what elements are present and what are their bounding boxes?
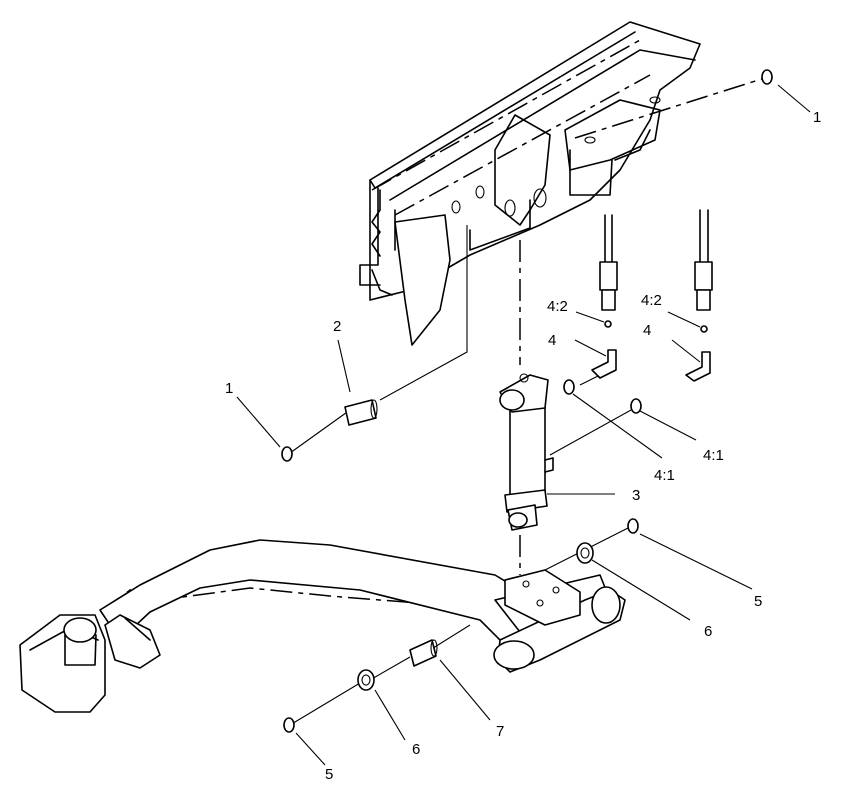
retaining-ring-5b [283,717,295,733]
lift-arm-assembly [19,539,626,713]
callout-1-right: 1 [813,109,821,126]
centerlines [104,39,766,621]
elbow-fitting-4a [591,349,617,379]
callout-3: 3 [632,487,640,504]
callout-4-2-left: 4:2 [547,298,568,315]
o-ring-4-1b [630,398,642,414]
o-ring-4-2b [700,325,708,333]
retaining-ring-1a [281,446,293,462]
callout-4-1-lower: 4:1 [654,467,675,484]
washer-6b [357,669,375,691]
callout-labels: 1 1 2 3 4 4 4:2 4:2 4:1 4:1 5 5 6 6 7 [225,109,821,783]
callout-1-left: 1 [225,380,233,397]
o-ring-4-1a [563,379,575,395]
callout-4-right: 4 [643,322,651,339]
retaining-ring-1b [761,69,773,85]
callout-7: 7 [496,723,504,740]
washer-6a [576,542,594,564]
small-parts [281,69,773,733]
callout-2: 2 [333,318,341,335]
assembly-axes [289,225,641,726]
callout-6-left: 6 [412,741,420,758]
callout-5-left: 5 [325,766,333,783]
hydraulic-cylinder [499,373,554,531]
callout-4-2-right: 4:2 [641,292,662,309]
o-ring-4-2a [604,320,612,328]
callout-5-right: 5 [754,593,762,610]
callout-4-left: 4 [548,332,556,349]
hydraulic-hoses [599,209,713,311]
callout-4-1-right: 4:1 [703,447,724,464]
retaining-ring-5a [627,518,639,534]
callout-6-right: 6 [704,623,712,640]
callout-leaders [236,84,811,766]
pin-7 [409,639,437,667]
frame-rail [359,21,701,346]
pin-2 [344,399,377,426]
elbow-fitting-4b [685,351,711,382]
